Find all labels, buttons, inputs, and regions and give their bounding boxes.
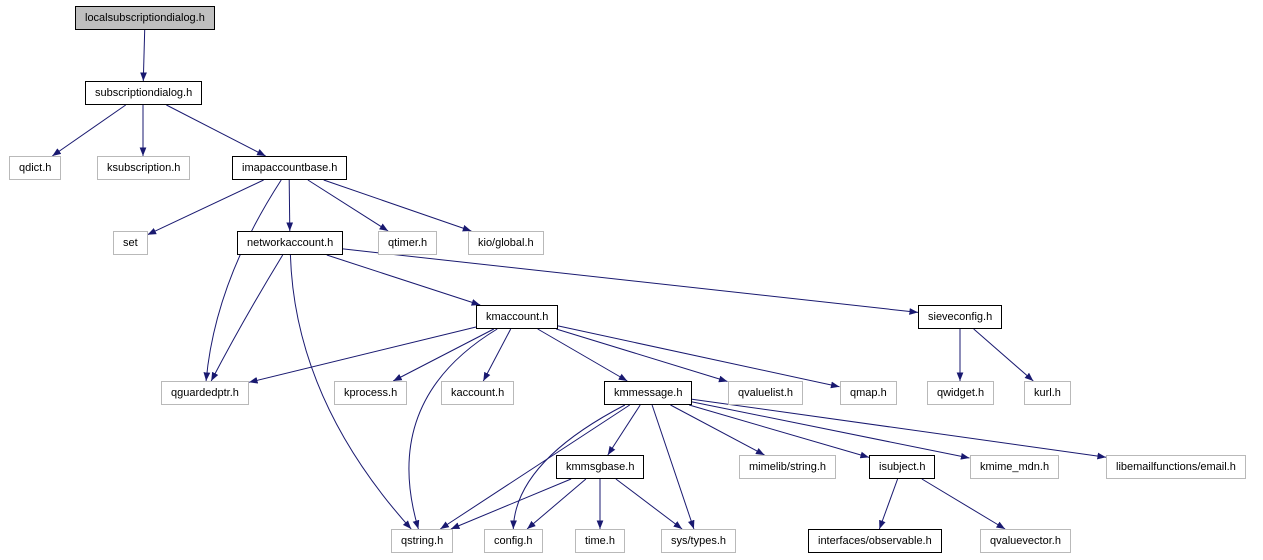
node-kmmessage_h[interactable]: kmmessage.h: [604, 381, 693, 405]
node-label: config.h: [494, 535, 533, 547]
edge-networkaccount_h-to-qstring_h: [289, 254, 412, 530]
edge-localsubscriptiondialog_h-to-subscriptiondialog_h: [140, 29, 147, 82]
node-subscriptiondialog_h[interactable]: subscriptiondialog.h: [85, 81, 203, 105]
node-libemailfunctions_email_h: libemailfunctions/email.h: [1106, 455, 1246, 479]
edge-kmmessage_h-to-config_h: [510, 404, 626, 530]
edge-sieveconfig_h-to-kurl_h: [973, 328, 1034, 382]
edge-networkaccount_h-to-sieveconfig_h: [342, 248, 919, 315]
node-label: qvaluevector.h: [990, 535, 1061, 547]
node-isubject_h[interactable]: isubject.h: [869, 455, 936, 479]
edge-kmmsgbase_h-to-config_h: [526, 478, 587, 530]
node-qguardedptr_h: qguardedptr.h: [161, 381, 249, 405]
node-time_h: time.h: [575, 529, 625, 553]
node-label: qtimer.h: [388, 237, 428, 249]
node-label: sieveconfig.h: [928, 311, 993, 323]
edge-imapaccountbase_h-to-qguardedptr_h: [203, 179, 282, 382]
node-label: kprocess.h: [344, 387, 398, 399]
node-qtimer_h: qtimer.h: [378, 231, 438, 255]
node-kprocess_h: kprocess.h: [334, 381, 408, 405]
node-label: sys/types.h: [671, 535, 727, 547]
edge-kmaccount_h-to-qstring_h: [408, 328, 498, 530]
node-kurl_h: kurl.h: [1024, 381, 1071, 405]
edge-kmmessage_h-to-isubject_h: [689, 404, 870, 459]
edge-kmmsgbase_h-to-sys_types_h: [615, 478, 683, 530]
node-qvaluelist_h: qvaluelist.h: [728, 381, 804, 405]
edge-kmaccount_h-to-qguardedptr_h: [248, 326, 477, 384]
node-sys_types_h: sys/types.h: [661, 529, 737, 553]
node-kmaccount_h[interactable]: kmaccount.h: [476, 305, 559, 329]
node-qwidget_h: qwidget.h: [927, 381, 995, 405]
edge-kmmessage_h-to-sys_types_h: [651, 404, 695, 530]
node-label: kmaccount.h: [486, 311, 549, 323]
edge-kmaccount_h-to-qvaluelist_h: [556, 328, 728, 383]
edge-kmmessage_h-to-kmime_mdn_h: [691, 401, 970, 460]
node-label: mimelib/string.h: [749, 461, 827, 473]
node-qstring_h: qstring.h: [391, 529, 454, 553]
edge-networkaccount_h-to-qguardedptr_h: [210, 254, 284, 382]
node-qmap_h: qmap.h: [840, 381, 897, 405]
node-label: qvaluelist.h: [738, 387, 794, 399]
node-label: kmmessage.h: [614, 387, 683, 399]
node-interfaces_observable_h[interactable]: interfaces/observable.h: [808, 529, 942, 553]
node-label: isubject.h: [879, 461, 926, 473]
node-label: ksubscription.h: [107, 162, 181, 174]
node-label: kaccount.h: [451, 387, 505, 399]
edge-kmmsgbase_h-to-qstring_h: [450, 478, 572, 530]
node-config_h: config.h: [484, 529, 543, 553]
edge-kmmessage_h-to-libemailfunctions_email_h: [691, 398, 1107, 460]
node-networkaccount_h[interactable]: networkaccount.h: [237, 231, 344, 255]
node-label: interfaces/observable.h: [818, 535, 932, 547]
edge-imapaccountbase_h-to-qtimer_h: [307, 179, 389, 232]
edge-subscriptiondialog_h-to-imapaccountbase_h: [166, 104, 266, 157]
node-label: qguardedptr.h: [171, 387, 239, 399]
edge-imapaccountbase_h-to-networkaccount_h: [286, 179, 294, 232]
node-label: subscriptiondialog.h: [95, 87, 193, 99]
node-label: networkaccount.h: [247, 237, 334, 249]
edge-kmaccount_h-to-kmmessage_h: [537, 328, 628, 382]
edge-kmmessage_h-to-qstring_h: [440, 404, 630, 530]
edge-kmaccount_h-to-kaccount_h: [482, 328, 512, 382]
node-kmmsgbase_h[interactable]: kmmsgbase.h: [556, 455, 645, 479]
edge-networkaccount_h-to-kmaccount_h: [326, 254, 481, 306]
edge-isubject_h-to-interfaces_observable_h: [878, 478, 899, 530]
node-kio_global_h: kio/global.h: [468, 231, 544, 255]
node-label: qwidget.h: [937, 387, 985, 399]
node-label: localsubscriptiondialog.h: [85, 12, 205, 24]
node-label: set: [123, 237, 138, 249]
node-label: kmime_mdn.h: [980, 461, 1050, 473]
node-label: kio/global.h: [478, 237, 534, 249]
edge-kmmessage_h-to-kmmsgbase_h: [607, 404, 641, 456]
edge-imapaccountbase_h-to-kio_global_h: [323, 179, 472, 232]
node-label: time.h: [585, 535, 615, 547]
node-label: libemailfunctions/email.h: [1116, 461, 1236, 473]
node-qdict_h: qdict.h: [9, 156, 62, 180]
edge-kmmessage_h-to-mimelib_string_h: [670, 404, 765, 456]
node-kmime_mdn_h: kmime_mdn.h: [970, 455, 1060, 479]
edge-isubject_h-to-qvaluevector_h: [921, 478, 1006, 530]
node-label: qstring.h: [401, 535, 444, 547]
node-sieveconfig_h[interactable]: sieveconfig.h: [918, 305, 1003, 329]
node-qvaluevector_h: qvaluevector.h: [980, 529, 1071, 553]
node-ksubscription_h: ksubscription.h: [97, 156, 191, 180]
node-set: set: [113, 231, 148, 255]
node-label: qmap.h: [850, 387, 887, 399]
edge-kmaccount_h-to-kprocess_h: [392, 328, 495, 382]
node-label: qdict.h: [19, 162, 52, 174]
edge-kmaccount_h-to-qmap_h: [557, 325, 840, 389]
node-localsubscriptiondialog_h: localsubscriptiondialog.h: [75, 6, 215, 30]
node-kaccount_h: kaccount.h: [441, 381, 515, 405]
edge-subscriptiondialog_h-to-qdict_h: [52, 104, 126, 157]
node-imapaccountbase_h[interactable]: imapaccountbase.h: [232, 156, 348, 180]
node-mimelib_string_h: mimelib/string.h: [739, 455, 837, 479]
node-label: kmmsgbase.h: [566, 461, 635, 473]
edge-imapaccountbase_h-to-set: [147, 179, 264, 236]
node-label: kurl.h: [1034, 387, 1061, 399]
node-label: imapaccountbase.h: [242, 162, 338, 174]
